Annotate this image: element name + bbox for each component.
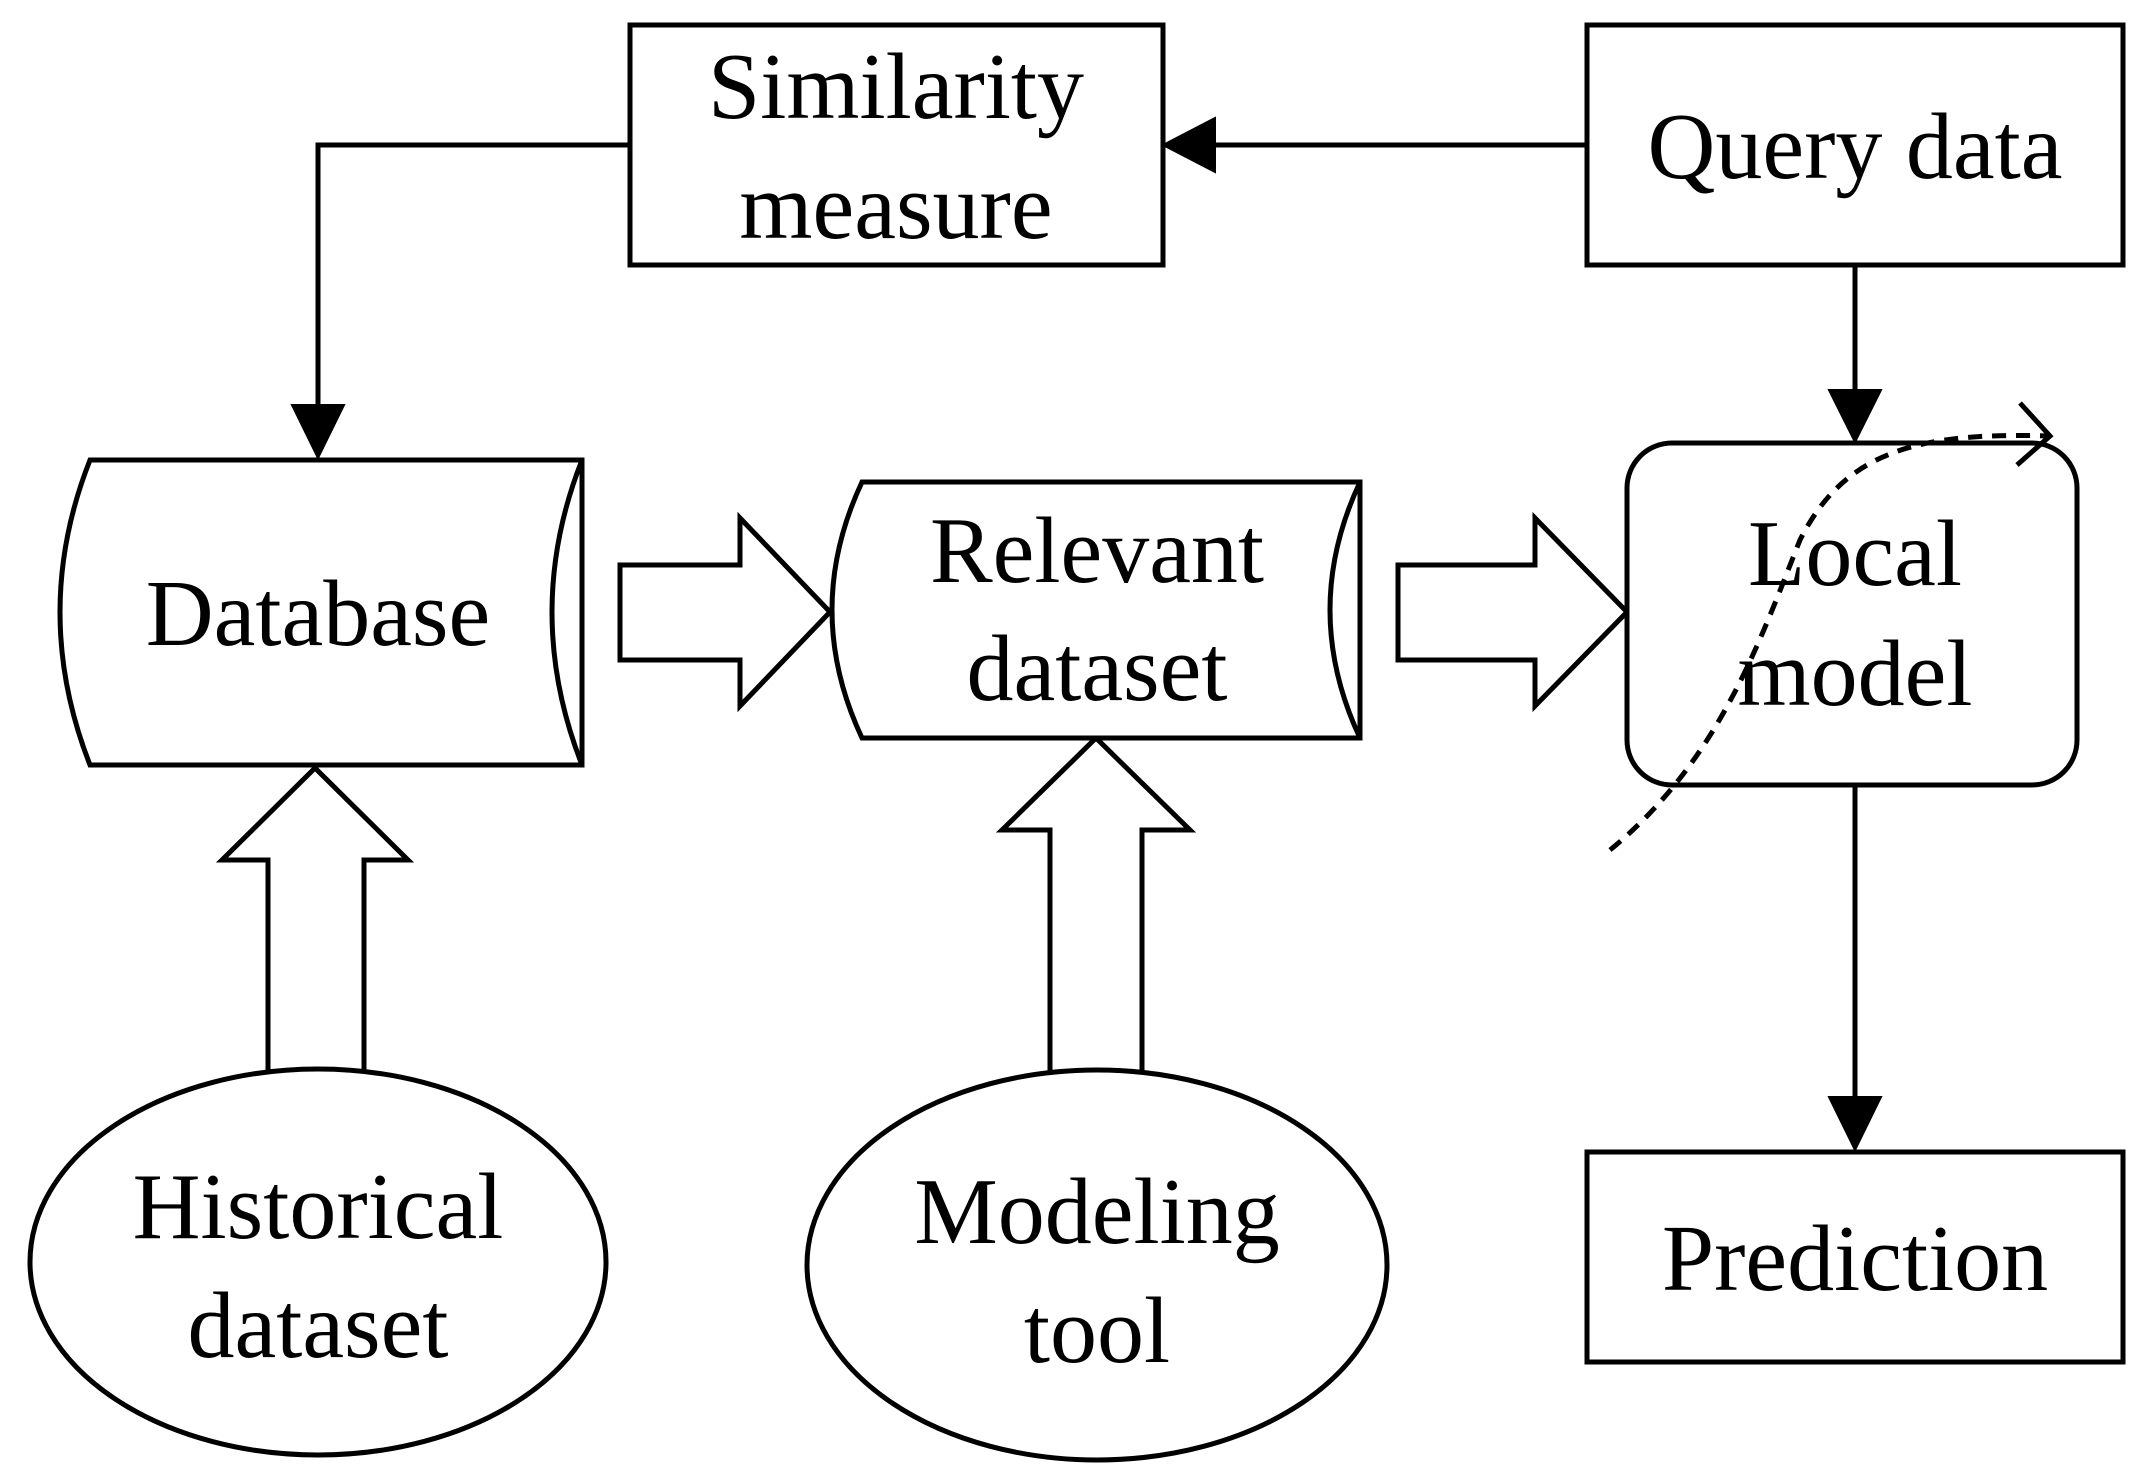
- database-label: Database: [146, 562, 490, 666]
- node-database: Database: [57, 457, 585, 768]
- modeling-tool-label-line2: tool: [1024, 1279, 1170, 1383]
- historical-dataset-label-line2: dataset: [188, 1274, 449, 1378]
- block-arrow-relevant-to-local-model: [1395, 511, 1631, 713]
- node-relevant-dataset: Relevant dataset: [829, 479, 1363, 741]
- node-similarity-measure: Similarity measure: [627, 22, 1166, 268]
- edge-local-model-to-prediction: [1827, 785, 1883, 1153]
- relevant-dataset-label-line2: dataset: [967, 617, 1228, 721]
- historical-dataset-label-line1: Historical: [133, 1155, 504, 1259]
- block-arrow-database-to-relevant: [617, 511, 834, 713]
- query-data-label: Query data: [1648, 95, 2063, 199]
- edge-query-to-local-model: [1827, 265, 1883, 445]
- edge-similarity-to-database: [290, 142, 630, 461]
- modeling-tool-label-line1: Modeling: [914, 1160, 1280, 1264]
- node-query-data: Query data: [1584, 22, 2126, 268]
- similarity-measure-label-line1: Similarity: [708, 35, 1084, 139]
- relevant-dataset-label-line1: Relevant: [930, 499, 1264, 603]
- prediction-label: Prediction: [1662, 1207, 2048, 1311]
- block-arrow-modeling-to-relevant: [995, 734, 1197, 1078]
- node-prediction: Prediction: [1584, 1149, 2126, 1365]
- local-model-fit-curve-arrow-icon: [2015, 401, 2054, 467]
- node-local-model: Local model: [1608, 401, 2080, 852]
- local-model-fit-curve: [1608, 433, 2051, 852]
- block-arrow-historical-to-database: [215, 764, 415, 1078]
- edge-query-to-similarity: [1160, 116, 1587, 174]
- similarity-measure-label-line2: measure: [739, 155, 1052, 259]
- local-model-label-line2: model: [1738, 622, 1973, 726]
- node-historical-dataset: Historical dataset: [27, 1066, 609, 1458]
- local-model-label-line1: Local: [1748, 502, 1962, 606]
- node-modeling-tool: Modeling tool: [804, 1067, 1390, 1463]
